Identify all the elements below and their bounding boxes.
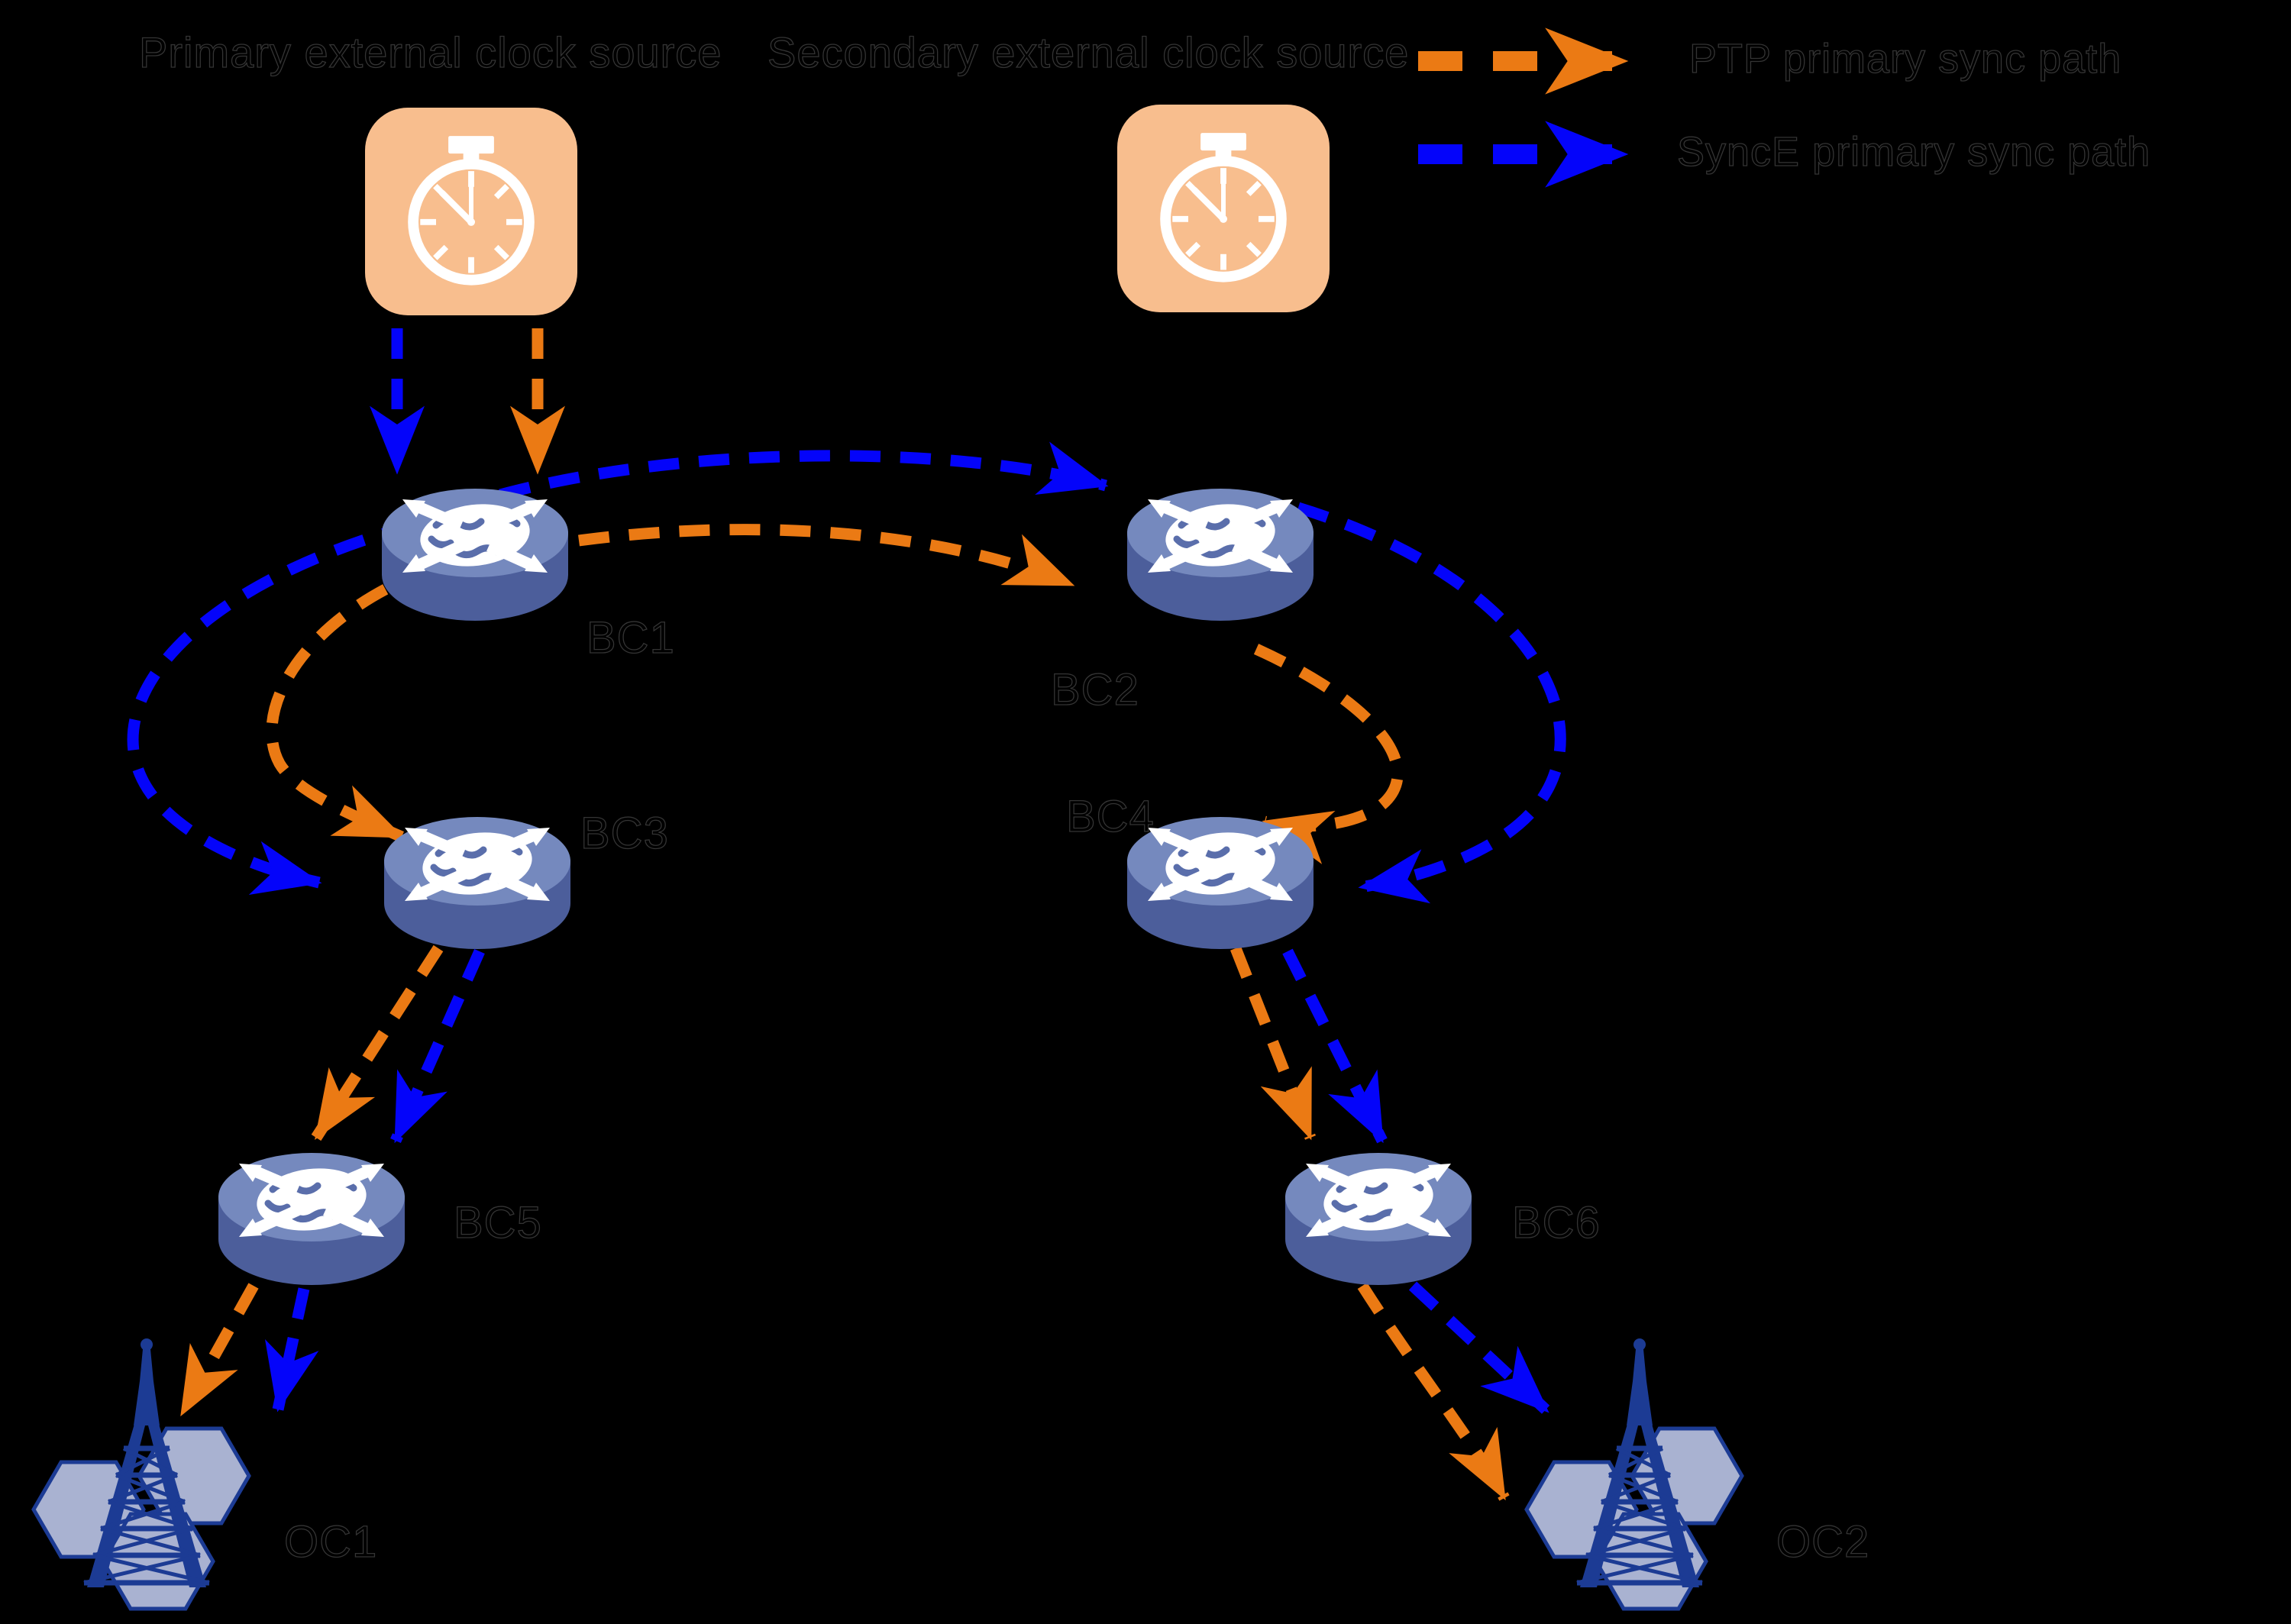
- ptp-path-bc2-to-bc4: [1253, 644, 1404, 864]
- stopwatch-icon: [383, 124, 559, 299]
- router-bc3: [382, 815, 573, 953]
- synce-path-bc2-to-bc4: [1296, 502, 1566, 904]
- synce-path-bc4-to-bc6: [1282, 948, 1388, 1144]
- label-bc1: BC1: [586, 613, 675, 663]
- synce-path-bc5-to-oc1: [264, 1287, 319, 1413]
- cell-tower-oc2: [1524, 1332, 1760, 1616]
- ptp-path-bc1-to-bc2: [578, 524, 1075, 590]
- secondary-clock-source-label: Secondary external clock source: [767, 28, 1410, 76]
- label-oc1: OC1: [283, 1517, 378, 1567]
- synce-path-bc6-to-oc2: [1408, 1281, 1552, 1416]
- synce-path-bc1-to-bc2: [499, 441, 1109, 501]
- legend-synce-label: SyncE primary sync path: [1676, 128, 2151, 175]
- ptp-path-bc4-to-bc6: [1230, 946, 1316, 1141]
- synce-path-bc1-to-bc3: [127, 519, 414, 895]
- router-bc6: [1283, 1151, 1474, 1289]
- primary-clock-source-label: Primary external clock source: [138, 28, 722, 76]
- label-bc5: BC5: [453, 1198, 542, 1248]
- synce-path-bc3-to-bc5: [390, 948, 485, 1144]
- router-bc5: [216, 1151, 407, 1289]
- ptp-path-bc3-to-bc5: [311, 944, 444, 1141]
- router-bc2: [1125, 487, 1316, 625]
- secondary-clock-source-icon: [1117, 105, 1330, 312]
- primary-clock-source-icon: [365, 108, 577, 315]
- label-oc2: OC2: [1776, 1517, 1870, 1567]
- label-bc6: BC6: [1511, 1198, 1601, 1248]
- ptp-path-bc1-to-bc3: [266, 563, 434, 842]
- legend-ptp-label: PTP primary sync path: [1688, 35, 2122, 82]
- cell-tower-oc1: [31, 1332, 267, 1616]
- ptp-path-bc6-to-oc2: [1357, 1282, 1510, 1501]
- ptp-path-bc5-to-oc1: [176, 1283, 259, 1417]
- stopwatch-icon: [1136, 121, 1311, 296]
- label-bc2: BC2: [1050, 665, 1139, 715]
- router-bc1: [380, 487, 570, 625]
- label-bc3: BC3: [580, 809, 669, 858]
- label-bc4: BC4: [1065, 792, 1155, 841]
